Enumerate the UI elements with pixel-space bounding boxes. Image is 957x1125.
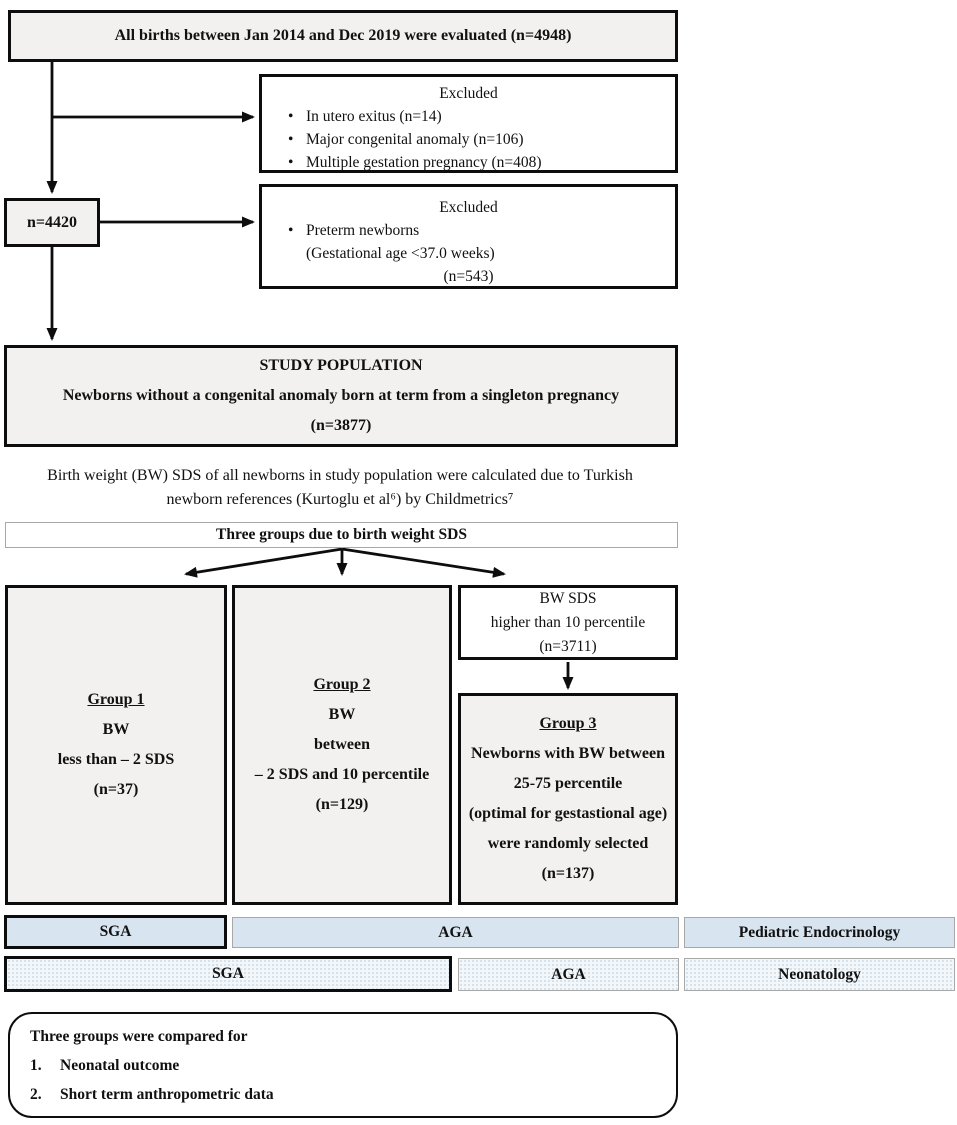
group1-line: BW (102, 721, 130, 738)
all-births-text: All births between Jan 2014 and Dec 2019… (114, 27, 572, 44)
sds-note-line1: Birth weight (BW) SDS of all newborns in… (47, 467, 633, 484)
group2-box: Group 2 BW between – 2 SDS and 10 percen… (232, 585, 452, 905)
group3-line: were randomly selected (487, 835, 649, 852)
comparison-title: Three groups were compared for (30, 1027, 248, 1045)
row1-sga-label: SGA (4, 915, 227, 949)
bw-sds-box: BW SDS higher than 10 percentile (n=3711… (458, 585, 678, 660)
excluded-1-list: In utero exitus (n=14) Major congenital … (272, 105, 665, 174)
group2-line: – 2 SDS and 10 percentile (254, 766, 430, 783)
group1-title: Group 1 (87, 691, 145, 708)
n4420-box: n=4420 (4, 198, 100, 247)
group3-line: Newborns with BW between (471, 745, 665, 762)
group3-line: (optimal for gestastional age) (468, 805, 668, 822)
group1-box: Group 1 BW less than – 2 SDS (n=37) (5, 585, 227, 905)
row2-sga-text: SGA (212, 965, 244, 982)
n4420-text: n=4420 (26, 213, 77, 231)
excluded-2-item-detail: (Gestational age <37.0 weeks) (306, 245, 495, 262)
study-population-desc: Newborns without a congenital anomaly bo… (62, 387, 620, 404)
three-groups-bar-text: Three groups due to birth weight SDS (216, 526, 467, 543)
group3-title: Group 3 (539, 715, 597, 732)
excluded-2-title: Excluded (439, 199, 498, 216)
row1-aga-label: AGA (232, 917, 679, 948)
row1-dept-text: Pediatric Endocrinology (738, 923, 901, 941)
comparison-box: Three groups were compared for 1. Neonata… (8, 1012, 678, 1118)
comparison-item-text: Short term anthropometric data (60, 1085, 274, 1103)
group3-line: 25-75 percentile (513, 775, 623, 792)
bw-sds-line: BW SDS (539, 589, 597, 607)
group1-count: (n=37) (93, 781, 139, 798)
group2-line: between (314, 736, 370, 753)
bw-sds-count: (n=3711) (539, 637, 597, 655)
row1-sga-text: SGA (99, 923, 132, 940)
row2-aga-label: AGA (458, 958, 679, 991)
excluded-1-title: Excluded (439, 85, 498, 102)
group2-count: (n=129) (315, 796, 369, 813)
excluded-box-1: Excluded In utero exitus (n=14) Major co… (259, 74, 678, 174)
excluded-1-item: Major congenital anomaly (n=106) (288, 128, 665, 151)
row1-aga-text: AGA (438, 923, 473, 941)
all-births-box: All births between Jan 2014 and Dec 2019… (8, 10, 678, 62)
group2-title: Group 2 (313, 676, 371, 693)
row2-aga-text: AGA (551, 965, 586, 983)
three-groups-bar: Three groups due to birth weight SDS (5, 522, 678, 548)
group3-count: (n=137) (541, 865, 595, 882)
comparison-item-number: 1. (30, 1056, 42, 1074)
row2-dept-label: Neonatology (684, 958, 955, 991)
bw-sds-line: higher than 10 percentile (490, 613, 646, 631)
excluded-box-2: Excluded Preterm newborns (Gestational a… (259, 184, 678, 289)
group3-box: Group 3 Newborns with BW between 25-75 p… (458, 693, 678, 905)
sds-note-line2: newborn references (Kurtoglu et al⁶) by … (166, 491, 514, 508)
excluded-2-list: Preterm newborns (272, 219, 665, 242)
excluded-2-item: Preterm newborns (288, 219, 665, 242)
row2-sga-label: SGA (4, 956, 452, 992)
excluded-1-item: In utero exitus (n=14) (288, 105, 665, 128)
sds-calculation-note: Birth weight (BW) SDS of all newborns in… (0, 464, 680, 512)
comparison-item: 1. Neonatal outcome (30, 1051, 656, 1080)
study-population-title: STUDY POPULATION (259, 357, 423, 374)
row1-dept-label: Pediatric Endocrinology (684, 917, 955, 948)
comparison-item-number: 2. (30, 1085, 42, 1103)
excluded-1-item: Multiple gestation pregnancy (n=408) (288, 151, 665, 174)
group1-line: less than – 2 SDS (57, 751, 175, 768)
study-population-count: (n=3877) (310, 417, 372, 434)
row2-dept-text: Neonatology (778, 965, 861, 983)
comparison-item-text: Neonatal outcome (60, 1056, 180, 1074)
study-population-box: STUDY POPULATION Newborns without a cong… (4, 345, 678, 447)
comparison-item: 2. Short term anthropometric data (30, 1080, 656, 1109)
excluded-2-count: (n=543) (443, 268, 494, 285)
group2-line: BW (328, 706, 356, 723)
